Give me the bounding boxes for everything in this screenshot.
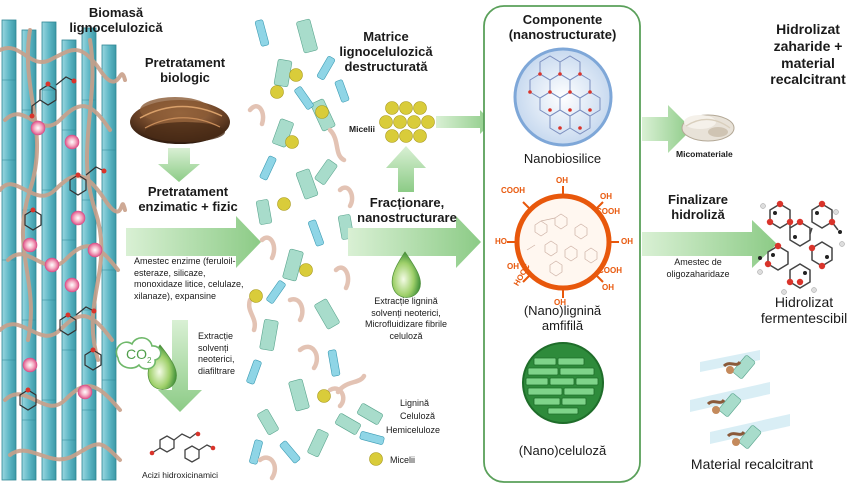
arrow-matrix-top [436, 110, 492, 134]
solvent-drop-icon-2 [391, 251, 421, 298]
chem-oh-bottom-left: OH [507, 262, 519, 271]
legend-icons [335, 373, 385, 466]
chem-cooh-right: COOH [596, 207, 620, 216]
nanocellulose-icon [522, 342, 604, 424]
hydroxy-acids-label: Acizi hidroxicinamici [142, 470, 219, 480]
legend-micelle: Micelii [390, 455, 416, 465]
chem-cooh-bottom-right: COOH [598, 266, 622, 275]
nanobiosilica-icon [513, 47, 613, 147]
chem-oh-top-right: OH [600, 192, 612, 201]
chem-oh-bottom: OH [554, 298, 566, 307]
arrow-finalize [642, 220, 777, 268]
chem-oh-right: OH [621, 237, 633, 246]
legend-cellulose: Celuloză [400, 411, 436, 421]
nanocellulose-label: (Nano)celuloză [518, 443, 607, 458]
co2-cloud-icon [115, 337, 162, 370]
arrow-matrix-to-components [348, 216, 481, 268]
fractionation-label: Fracționare,nanostructurare [357, 195, 457, 225]
fungus-icon [130, 97, 230, 144]
arrow-to-acids [158, 320, 202, 412]
biomass-fibers [0, 19, 127, 481]
co2-label: CO2 [126, 346, 152, 365]
recalcitrant-particles-icon [690, 350, 790, 449]
micomaterials-label: Micomateriale [676, 149, 733, 159]
destructured-matrix [246, 18, 355, 481]
micelle-top-label: Micelii [349, 124, 375, 134]
arrow-up-micelles [386, 146, 426, 192]
enzyme-mix-label: Amestec enzime (feruloil-esteraze, silic… [134, 256, 244, 302]
chem-ho-left: HO [495, 237, 507, 246]
micelle-cluster-icon [379, 101, 435, 143]
chem-oh-bottom-right: OH [602, 283, 614, 292]
nanobiosilica-label: Nanobiosilice [523, 151, 602, 166]
arrow-bio-to-enz [158, 148, 200, 182]
legend-lignin: Lignină [400, 398, 430, 408]
chem-cooh-top-left: COOH [501, 186, 525, 195]
components-title: Componente(nanostructurate) [508, 12, 617, 42]
nanolignin-icon [507, 186, 619, 298]
hydroxycinnamic-molecule-icon [151, 431, 214, 463]
recalcitrant-label: Material recalcitrant [690, 456, 814, 472]
chem-oh-top: OH [556, 176, 568, 185]
micomaterial-icon [681, 114, 735, 142]
arrow-to-micomaterials [642, 105, 692, 153]
arrow-biomass-to-matrix [126, 216, 261, 268]
legend-hemicellulose: Hemiceluloze [386, 425, 441, 435]
